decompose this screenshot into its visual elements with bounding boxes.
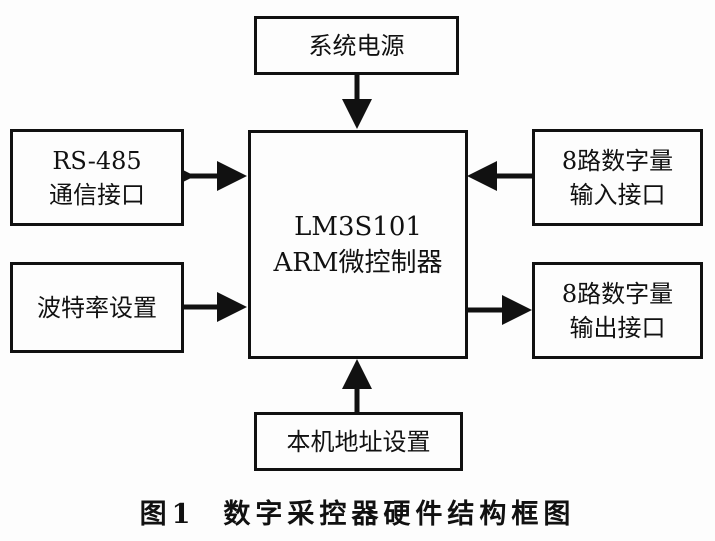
mcu-block: LM3S101 ARM微控制器: [248, 130, 468, 359]
digital-output-label: 8路数字量: [561, 279, 674, 308]
rs485-block: RS-485 通信接口: [10, 129, 184, 226]
figure-title: 数字采控器硬件结构框图: [223, 499, 576, 530]
baud-rate-block: 波特率设置: [10, 262, 184, 353]
baud-rate-label: 波特率设置: [37, 293, 157, 322]
power-supply-block: 系统电源: [254, 16, 459, 75]
address-setting-label: 本机地址设置: [286, 427, 431, 456]
digital-output-block: 8路数字量 输出接口: [532, 262, 703, 359]
figure-number: 图1: [139, 499, 196, 530]
rs485-label: RS-485: [52, 146, 142, 175]
power-supply-label: 系统电源: [308, 31, 405, 60]
address-setting-block: 本机地址设置: [254, 412, 463, 471]
digital-input-block: 8路数字量 输入接口: [532, 129, 703, 226]
digital-output-sublabel: 输出接口: [569, 313, 666, 342]
mcu-model-label: LM3S101: [294, 211, 422, 242]
rs485-sublabel: 通信接口: [49, 180, 145, 209]
mcu-type-label: ARM微控制器: [273, 247, 443, 278]
figure-caption: 图1 数字采控器硬件结构框图: [0, 492, 715, 531]
digital-input-label: 8路数字量: [561, 146, 674, 175]
digital-input-sublabel: 输入接口: [569, 180, 666, 209]
